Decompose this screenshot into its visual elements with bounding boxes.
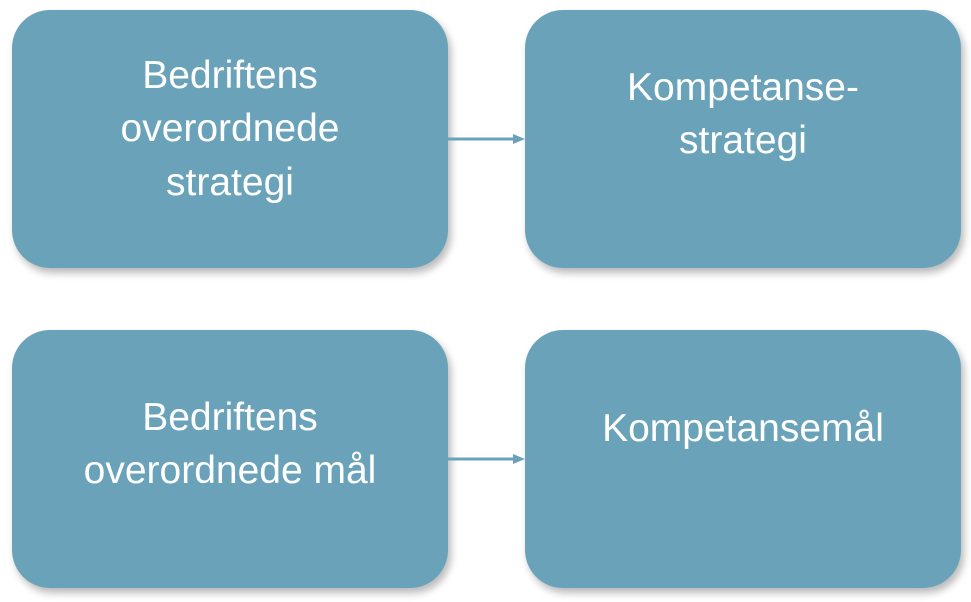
node-competence-goals: Kompetansemål <box>525 330 961 588</box>
node-overall-strategy-line3: strategi <box>166 160 294 204</box>
node-overall-strategy: Bedriftens overordnede strategi <box>12 10 448 268</box>
node-overall-strategy-line1: Bedriftens <box>142 53 318 97</box>
node-overall-strategy-text: Bedriftens overordnede strategi <box>121 49 340 229</box>
node-overall-goals: Bedriftens overordnede mål <box>12 330 448 588</box>
node-competence-goals-line1: Kompetansemål <box>602 407 884 451</box>
node-competence-strategy: Kompetanse- strategi <box>525 10 961 268</box>
node-overall-goals-text: Bedriftens overordnede mål <box>84 391 377 528</box>
node-overall-goals-line1: Bedriftens <box>142 395 318 439</box>
node-competence-strategy-line2: strategi <box>679 119 807 162</box>
node-overall-strategy-line2: overordnede <box>120 107 340 151</box>
connector-bottom-arrow <box>448 454 525 464</box>
node-competence-strategy-text: Kompetanse- strategi <box>627 61 859 218</box>
node-competence-goals-text: Kompetansemål <box>602 402 884 515</box>
node-overall-goals-line2: overordnede mål <box>83 449 377 492</box>
connector-top-arrow <box>448 134 525 144</box>
node-competence-strategy-line1: Kompetanse- <box>627 65 859 109</box>
